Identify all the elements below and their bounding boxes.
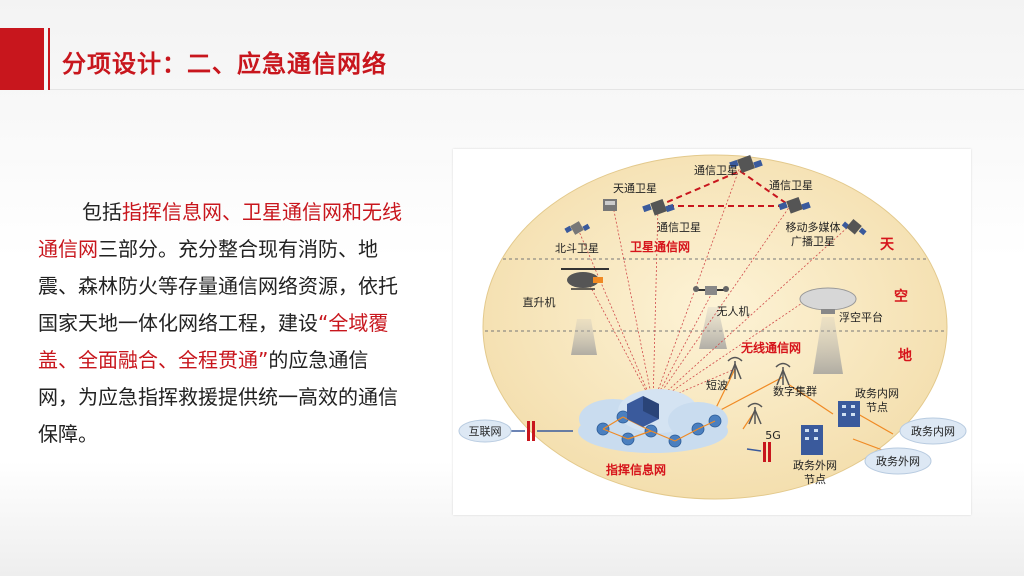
label-gov-intranet: 政务内网	[911, 424, 955, 438]
network-diagram-svg: 通信卫星 天通卫星 通信卫星 通信卫星 北斗卫星 移动多媒体 广播卫星 卫星通信…	[458, 154, 967, 500]
label-beidou-sat: 北斗卫星	[555, 242, 599, 255]
label-mobile-media-sat-1: 移动多媒体	[786, 220, 841, 234]
body-segment-slogan: “全域覆盖、全面融合、全程贯通”	[38, 311, 389, 372]
blue-links	[511, 430, 762, 452]
label-zone-sky: 天	[880, 237, 895, 253]
airship-beam	[813, 317, 843, 374]
drone-icon	[693, 286, 729, 295]
label-zone-ground: 地	[898, 347, 912, 364]
label-comm-sat-mid: 通信卫星	[657, 221, 701, 234]
network-diagram: 通信卫星 天通卫星 通信卫星 通信卫星 北斗卫星 移动多媒体 广播卫星 卫星通信…	[453, 149, 971, 515]
label-command-network: 指挥信息网	[606, 462, 666, 477]
drone-beam	[699, 307, 727, 349]
shortwave-tower-icon	[727, 356, 743, 380]
header-divider	[50, 89, 1024, 90]
satellite-icon	[603, 199, 617, 211]
label-gov-extranet-node-1: 政务外网	[793, 458, 837, 472]
label-zone-air: 空	[894, 288, 908, 305]
satellite-icon	[642, 198, 675, 216]
label-digital-cluster: 数字集群	[773, 384, 817, 398]
satellite-icon	[841, 218, 867, 236]
airship-icon	[799, 287, 857, 314]
body-segment-purpose: 的应急通信网，为应急指挥救援提供统一高效的通信保障。	[38, 348, 398, 446]
label-drone: 无人机	[717, 304, 750, 318]
label-comm-sat-top: 通信卫星	[694, 164, 738, 177]
label-satellite-network: 卫星通信网	[630, 239, 690, 254]
digital-cluster-tower-icon	[775, 362, 791, 386]
gov-intranet-building-icon	[838, 401, 860, 427]
label-wireless-network: 无线通信网	[740, 340, 801, 355]
label-shortwave: 短波	[706, 378, 728, 392]
gov-extranet-cloud	[864, 447, 932, 475]
5g-tower-icon	[747, 402, 763, 425]
label-5g: 5G	[765, 429, 781, 442]
gov-extranet-building-icon	[801, 425, 823, 455]
satellite-icon	[729, 155, 763, 173]
firewall-icon	[763, 442, 771, 462]
label-gov-extranet-node-2: 节点	[804, 473, 826, 486]
satellite-icon	[778, 196, 811, 214]
label-helicopter: 直升机	[523, 295, 556, 309]
helicopter-beam	[571, 319, 597, 355]
body-segment-resources: 三部分。充分整合现有消防、地震、森林防火等存量通信网络资源，依托国家天地一体化网…	[38, 237, 398, 335]
label-gov-extranet: 政务外网	[876, 454, 920, 468]
page-title: 分项设计：二、应急通信网络	[62, 50, 387, 78]
command-center-building-icon	[627, 396, 659, 427]
body-paragraph: 包括指挥信息网、卫星通信网和无线通信网三部分。充分整合现有消防、地震、森林防火等…	[38, 194, 408, 453]
internet-cloud	[458, 419, 512, 443]
satellite-icon	[564, 221, 591, 235]
label-gov-intranet-node-1: 政务内网	[855, 386, 899, 400]
satellite-links	[657, 170, 791, 207]
body-segment-intro: 包括	[82, 200, 122, 224]
label-comm-sat-right: 通信卫星	[769, 179, 813, 192]
body-segment-networks: 指挥信息网、卫星通信网和无线通信网	[38, 200, 402, 261]
label-internet: 互联网	[469, 425, 502, 438]
label-mobile-media-sat-2: 广播卫星	[791, 234, 835, 248]
label-gov-intranet-node-2: 节点	[866, 401, 888, 414]
title-accent-bar	[0, 28, 50, 90]
label-airship: 浮空平台	[839, 310, 883, 324]
helicopter-icon	[561, 268, 609, 290]
hub-links	[577, 166, 849, 405]
firewall-icon	[527, 421, 535, 441]
label-tiantong-sat: 天通卫星	[613, 182, 657, 195]
gov-intranet-cloud	[899, 417, 967, 445]
